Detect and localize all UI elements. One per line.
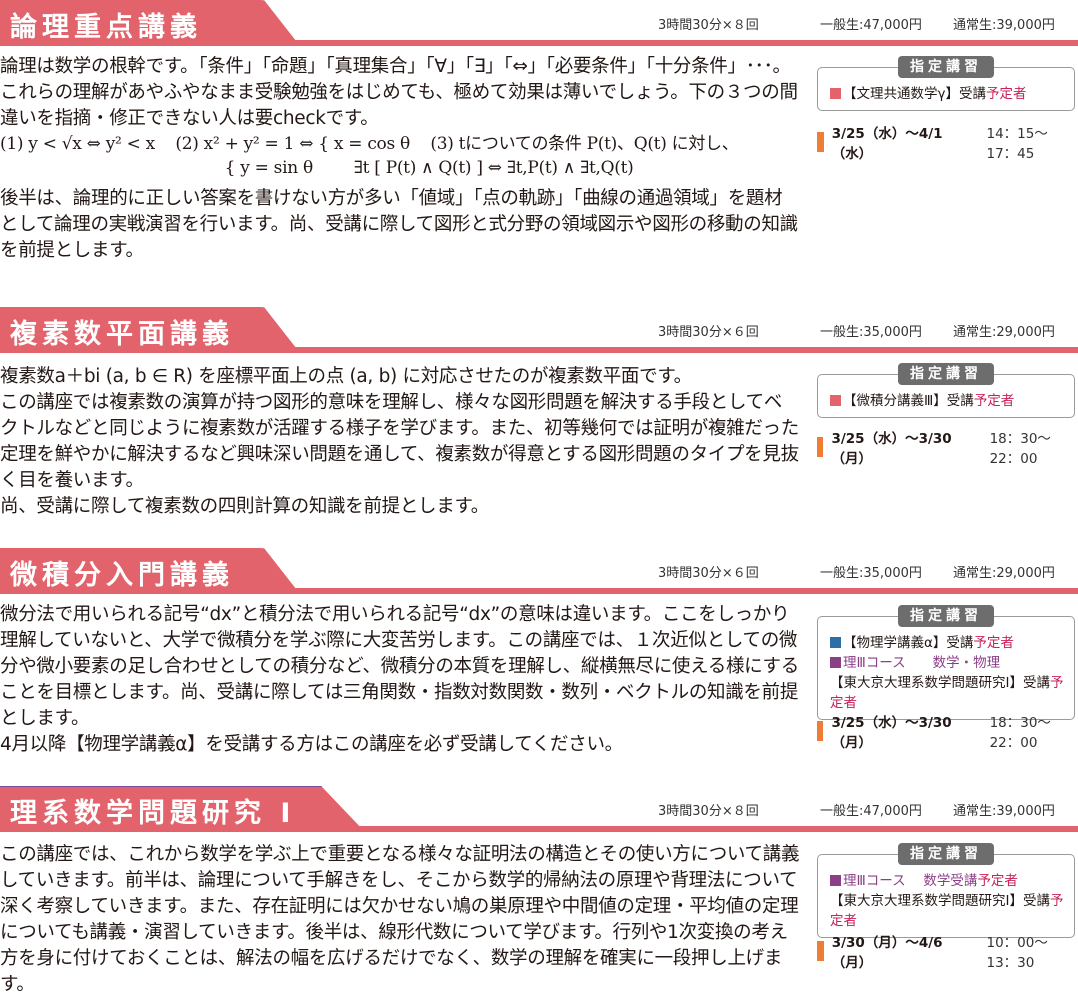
time: 14：15～17：45 [986,126,1048,162]
designated-badge: 指定講習 [898,363,994,385]
designated-item: 理Ⅲコース 数学受講予定者 [830,871,1066,891]
paragraph: 複素数a＋bi (a, b ∈ R) を座標平面上の点 (a, b) に対応させ… [0,366,692,387]
designated-item: 【東大京大理系数学問題研究Ⅰ】受講予定者 [830,673,1066,713]
square-icon [830,395,841,406]
header-band [0,40,1078,46]
designated-badge: 指定講習 [898,843,994,865]
schedule: 3時間30分×６回 [658,325,759,340]
price-general: 一般生:47,000円 [820,18,922,33]
square-icon [830,637,841,648]
date-marker [817,941,824,961]
title-tab: 微積分入門講義 [0,548,300,594]
paragraph: 微分法で用いられる記号“dx”と積分法で用いられる記号“dx”の意味は違います。… [0,604,799,729]
designated-box: 指定講習 【文理共通数学γ】受講予定者 [817,56,1075,111]
paragraph: 論理は数学の根幹です。「条件」「命題」「真理集合」「∀」「∃」「⇔」「必要条件」… [0,56,798,129]
course-title: 微積分入門講義 [10,560,234,591]
designated-item: 【微積分講義Ⅲ】受講予定者 [830,391,1066,411]
time: 10：00～13：30 [986,935,1048,971]
course-section-calculus: 微積分入門講義 3時間30分×６回 一般生:35,000円 通常生:29,000… [0,548,1078,755]
date: 3/25（水）～3/30（月） [831,715,952,751]
item-text: 理Ⅲコース 数学受講 [843,873,978,889]
course-section-logic: 論理重点講義 3時間30分×８回 一般生:47,000円 通常生:39,000円… [0,0,1078,261]
time: 18：30～22：00 [989,715,1051,751]
course-description: この講座では、これから数学を学ぶ上で重要となる様々な証明法の構造とその使い方につ… [0,842,800,998]
paragraph: 尚、受講に際して複素数の四則計算の知識を前提とします。 [0,496,489,517]
course-description: 複素数a＋bi (a, b ∈ R) を座標平面上の点 (a, b) に対応させ… [0,364,800,520]
schedule: 3時間30分×６回 [658,566,759,581]
item-tail: 予定者 [830,893,1064,929]
item-tail: 予定者 [977,873,1018,889]
price-general: 一般生:47,000円 [820,804,922,819]
section-header: 論理重点講義 3時間30分×８回 一般生:47,000円 通常生:39,000円 [0,0,1078,46]
item-tail: 予定者 [830,675,1064,711]
paragraph: 後半は、論理的に正しい答案を書けない方が多い「値域」「点の軌跡」「曲線の通過領域… [0,188,798,261]
designated-item: 【東大京大理系数学問題研究Ⅰ】受講予定者 [830,891,1066,931]
course-title: 理系数学問題研究 Ⅰ [10,798,296,829]
price-regular: 通常生:29,000円 [953,566,1055,581]
schedule: 3時間30分×８回 [658,18,759,33]
paragraph: この講座では複素数の演算が持つ図形的意味を理解し、様々な図形問題を解決する手段と… [0,392,799,491]
item-text: 【東大京大理系数学問題研究Ⅰ】受講 [830,893,1050,909]
date-marker [817,437,824,457]
title-tab: 複素数平面講義 [0,307,300,353]
square-icon [830,657,841,668]
course-description: 微分法で用いられる記号“dx”と積分法で用いられる記号“dx”の意味は違います。… [0,602,800,758]
course-title: 論理重点講義 [10,12,202,43]
section-header: 微積分入門講義 3時間30分×６回 一般生:35,000円 通常生:29,000… [0,548,1078,594]
price-general: 一般生:35,000円 [820,325,922,340]
paragraph: 4月以降【物理学講義α】を受講する方はこの講座を必ず受講してください。 [0,734,623,755]
price-regular: 通常生:39,000円 [953,18,1055,33]
item-text: 【物理学講義α】受講 [843,635,974,651]
paragraph: この講座では、これから数学を学ぶ上で重要となる様々な証明法の構造とその使い方につ… [0,844,800,995]
price-regular: 通常生:29,000円 [953,325,1055,340]
square-icon [830,88,841,99]
date-marker [817,132,824,152]
date-row: 3/25（水）～4/1（水） 14：15～17：45 [817,122,1078,162]
designated-box: 指定講習 【微積分講義Ⅲ】受講予定者 [817,363,1075,418]
date-marker [817,721,824,741]
designated-badge: 指定講習 [898,605,994,627]
designated-item: 【文理共通数学γ】受講予定者 [830,84,1066,104]
designated-box: 指定講習 【物理学講義α】受講予定者 理Ⅲコース 数学・物理 【東大京大理系数学… [817,605,1075,720]
header-band [0,826,1078,832]
section-header: 理系数学問題研究 Ⅰ 3時間30分×８回 一般生:47,000円 通常生:39,… [0,786,1078,832]
course-section-complex: 複素数平面講義 3時間30分×６回 一般生:35,000円 通常生:29,000… [0,307,1078,517]
course-section-problem-study: 理系数学問題研究 Ⅰ 3時間30分×８回 一般生:47,000円 通常生:39,… [0,786,1078,995]
title-tab: 論理重点講義 [0,0,300,46]
item-tail: 予定者 [986,86,1027,102]
price-general: 一般生:35,000円 [820,566,922,581]
schedule: 3時間30分×８回 [658,804,759,819]
date-row: 3/25（水）～3/30（月） 18：30～22：00 [817,427,1078,467]
date-row: 3/30（月）～4/6（月） 10：00～13：30 [817,931,1078,971]
math-line: { y = sin θ ∃t [ P(t) ∧ Q(t) ] ⇔ ∃t,P(t)… [0,158,634,178]
price-regular: 通常生:39,000円 [953,804,1055,819]
date-row: 3/25（水）～3/30（月） 18：30～22：00 [817,711,1078,751]
item-text: 【東大京大理系数学問題研究Ⅰ】受講 [830,675,1050,691]
designated-item: 【物理学講義α】受講予定者 [830,633,1066,653]
time: 18：30～22：00 [989,431,1051,467]
date: 3/30（月）～4/6（月） [831,935,943,971]
item-text: 【微積分講義Ⅲ】受講 [843,393,974,409]
designated-badge: 指定講習 [898,56,994,78]
section-header: 複素数平面講義 3時間30分×６回 一般生:35,000円 通常生:29,000… [0,307,1078,353]
item-tail: 予定者 [973,635,1014,651]
square-icon [830,875,841,886]
title-tab: 理系数学問題研究 Ⅰ [0,786,365,832]
designated-item: 理Ⅲコース 数学・物理 [830,653,1066,673]
item-text: 理Ⅲコース 数学・物理 [843,655,1001,671]
course-title: 複素数平面講義 [10,319,234,350]
math-line: (1) y < √x ⇔ y² < x (2) x² + y² = 1 ⇔ { … [0,134,739,154]
course-description: 論理は数学の根幹です。「条件」「命題」「真理集合」「∀」「∃」「⇔」「必要条件」… [0,54,800,264]
item-tail: 予定者 [973,393,1015,409]
date: 3/25（水）～3/30（月） [831,431,952,467]
header-band [0,588,1078,594]
item-text: 【文理共通数学γ】受講 [843,86,986,102]
designated-box: 指定講習 理Ⅲコース 数学受講予定者 【東大京大理系数学問題研究Ⅰ】受講予定者 [817,843,1075,938]
date: 3/25（水）～4/1（水） [831,126,943,162]
header-band [0,347,1078,353]
